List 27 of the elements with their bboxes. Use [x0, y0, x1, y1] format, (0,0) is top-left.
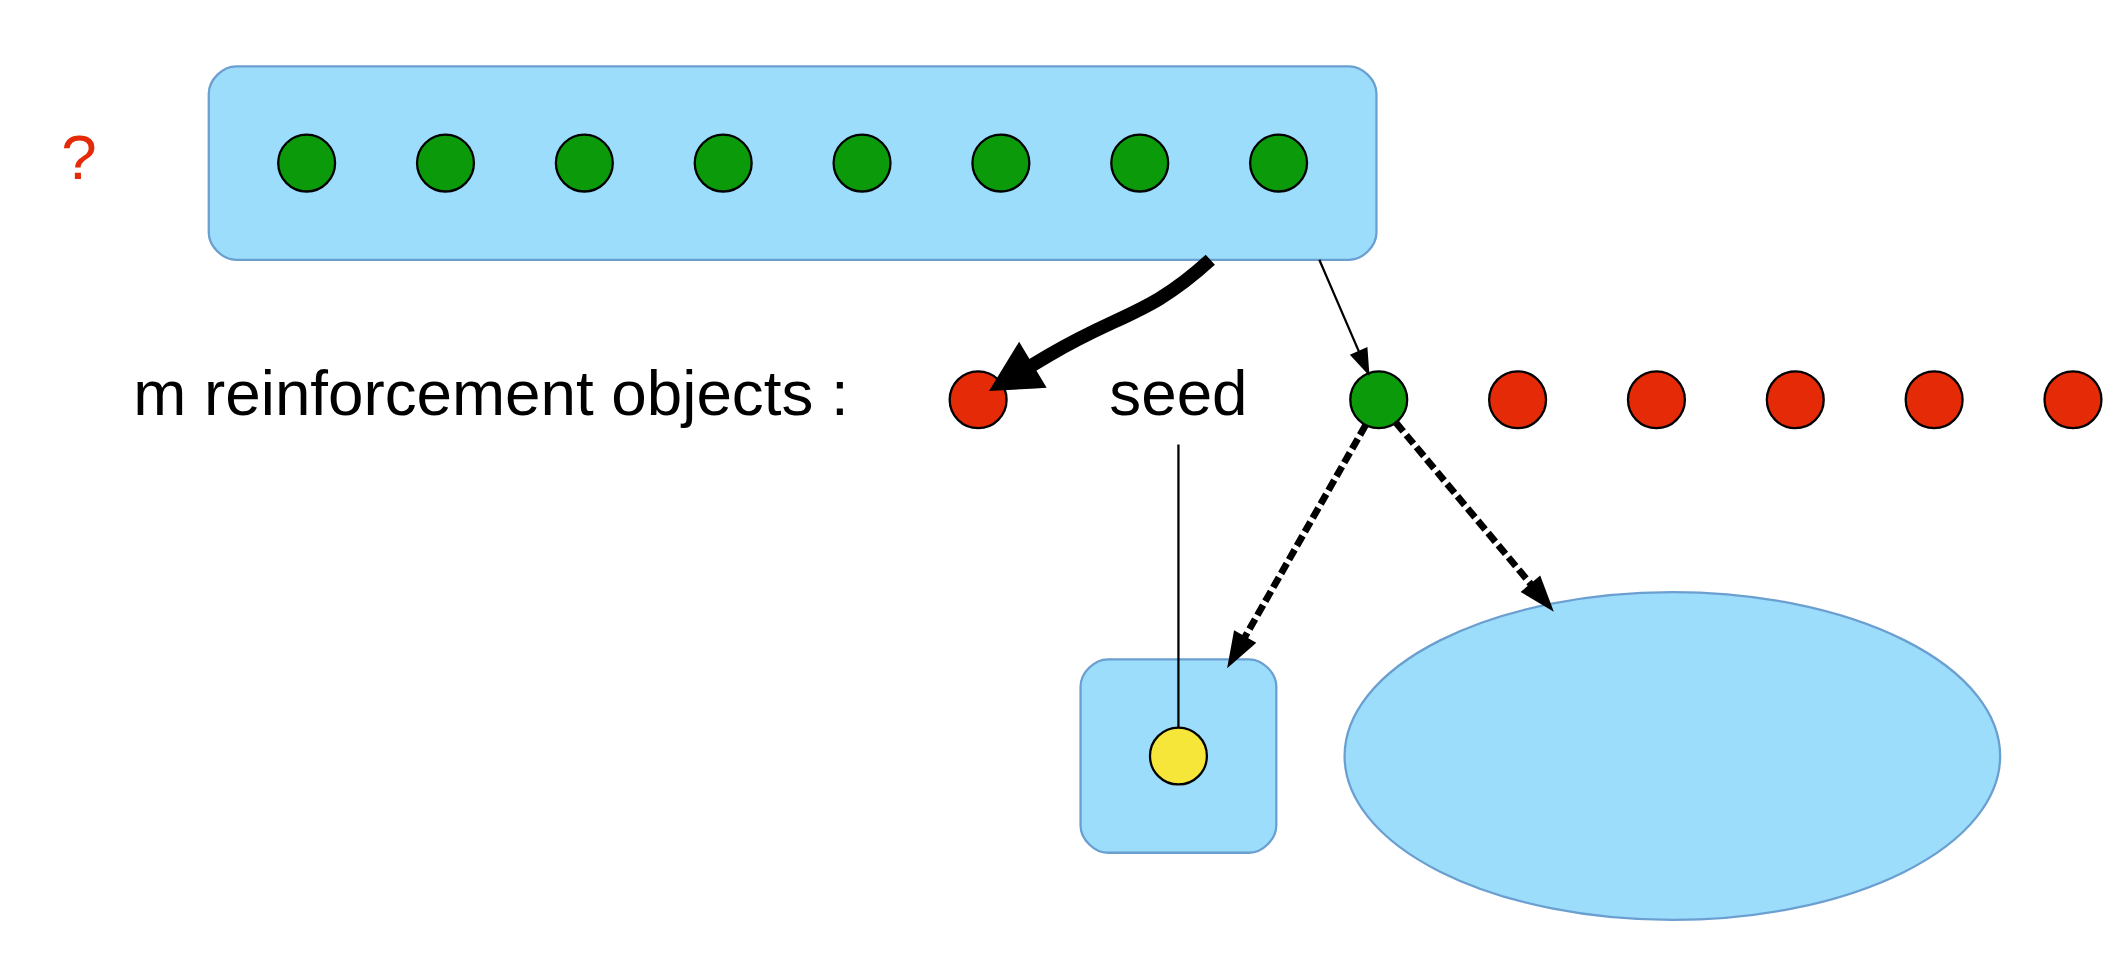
- node-cloud: [1343, 591, 2002, 922]
- connector: [1177, 444, 1180, 728]
- node-circle: [1249, 133, 1309, 193]
- arrow: [1318, 259, 1370, 376]
- node-circle: [554, 133, 614, 193]
- cluster: [207, 65, 1378, 261]
- node-circle: [948, 370, 1008, 430]
- node-circle: [693, 133, 753, 193]
- node-circle: [1488, 370, 1548, 430]
- label: m reinforcement objects :: [133, 357, 849, 430]
- node-circle: [1904, 370, 1964, 430]
- node-circle: [1148, 726, 1209, 786]
- node-circle: [1765, 370, 1825, 430]
- arrow: [989, 254, 1215, 391]
- node-circle: [1110, 133, 1170, 193]
- label: ?: [61, 120, 97, 193]
- arrow: [1393, 420, 1554, 612]
- node-circle: [1626, 370, 1687, 430]
- cluster: [1079, 658, 1278, 854]
- node-text: seed: [1109, 357, 1248, 430]
- node-circle: [971, 133, 1031, 193]
- node-circle: [2043, 370, 2103, 430]
- arrow: [1227, 423, 1369, 669]
- node-circle: [832, 133, 892, 193]
- node-circle: [1349, 370, 1409, 430]
- node-circle: [277, 133, 337, 193]
- node-circle: [415, 133, 476, 193]
